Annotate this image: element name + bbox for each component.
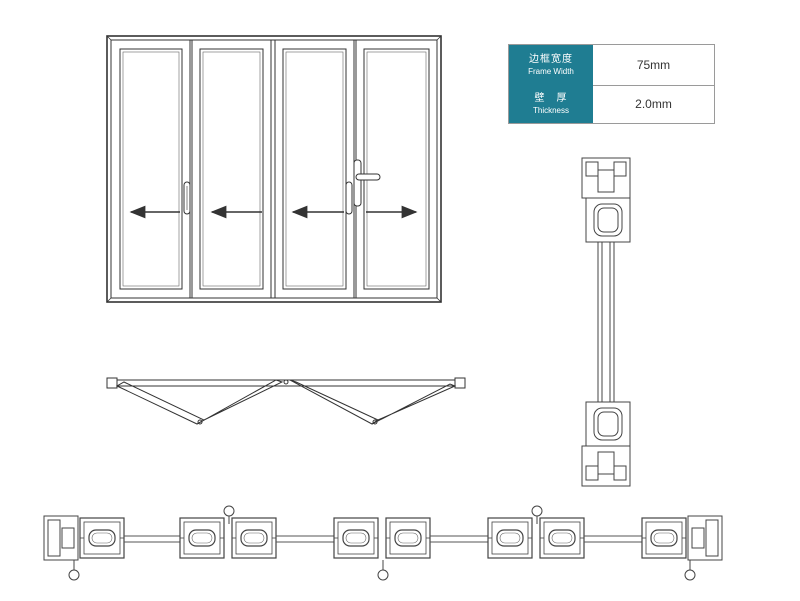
spec-value: 75mm: [636, 58, 671, 72]
fold-plan-view: [106, 377, 466, 425]
spec-label: 边框宽度 Frame Width: [509, 45, 593, 85]
door-leaf-4: [355, 39, 438, 299]
spec-row-thickness: 壁 厚 Thickness 2.0mm: [509, 85, 714, 123]
horizontal-section: [43, 505, 723, 581]
spec-label: 壁 厚 Thickness: [509, 85, 593, 123]
lever-handle-icon: [345, 159, 381, 215]
spec-row-frame-width: 边框宽度 Frame Width 75mm: [509, 45, 714, 86]
spec-value: 2.0mm: [635, 97, 672, 111]
door-leaf-1: [110, 39, 191, 299]
door-leaf-3: [274, 39, 355, 299]
door-leaf-2: [191, 39, 272, 299]
spec-table: 边框宽度 Frame Width 75mm 壁 厚 Thickness 2.0m…: [508, 44, 715, 124]
spec-label-cn: 边框宽度: [529, 53, 573, 65]
spec-label-en: Thickness: [532, 105, 569, 115]
vertical-section: [581, 157, 631, 487]
spec-label-en: Frame Width: [528, 66, 574, 76]
lever-handle-icon: [183, 181, 191, 215]
door-elevation: [106, 35, 442, 303]
spec-label-cn: 壁 厚: [534, 92, 568, 104]
